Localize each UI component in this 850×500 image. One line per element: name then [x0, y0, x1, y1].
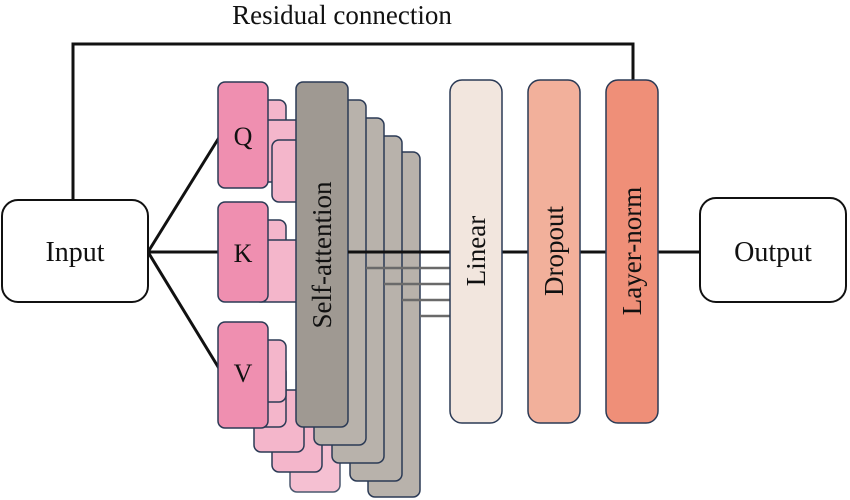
- key-box: [217, 201, 269, 303]
- head-concat-lines: [366, 266, 452, 318]
- input-box: [1, 199, 149, 303]
- query-box: [217, 81, 269, 189]
- query-label: Q: [234, 122, 253, 151]
- key-label: K: [234, 239, 253, 268]
- linear-label: Linear: [461, 216, 491, 286]
- input-label: Input: [45, 237, 104, 268]
- dropout-box: [527, 79, 581, 424]
- input-fanout-lines: [146, 135, 222, 371]
- output-box: [699, 197, 847, 303]
- layer-norm-box: [605, 79, 659, 424]
- linear-box: [449, 79, 503, 424]
- value-label: V: [234, 359, 253, 388]
- self-attention-box: [295, 81, 349, 428]
- residual-connection-label: Residual connection: [232, 0, 452, 30]
- self-attention-label: Self-attention: [307, 181, 337, 328]
- value-box: [217, 321, 269, 429]
- residual-connection-line: [71, 42, 635, 200]
- dropout-label: Dropout: [539, 206, 569, 296]
- layer-norm-label: Layer-norm: [617, 187, 647, 315]
- output-label: Output: [734, 237, 812, 268]
